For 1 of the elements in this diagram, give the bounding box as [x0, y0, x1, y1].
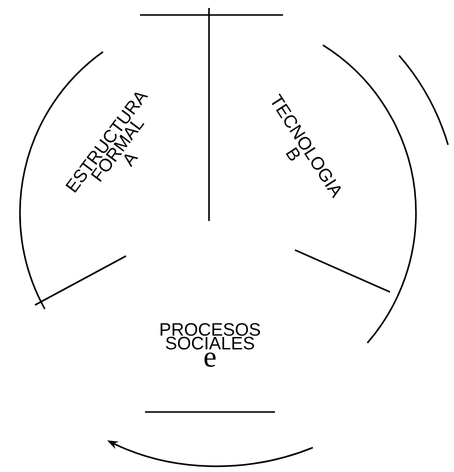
sector-label: PROCESOS SOCIALES e — [160, 323, 260, 367]
